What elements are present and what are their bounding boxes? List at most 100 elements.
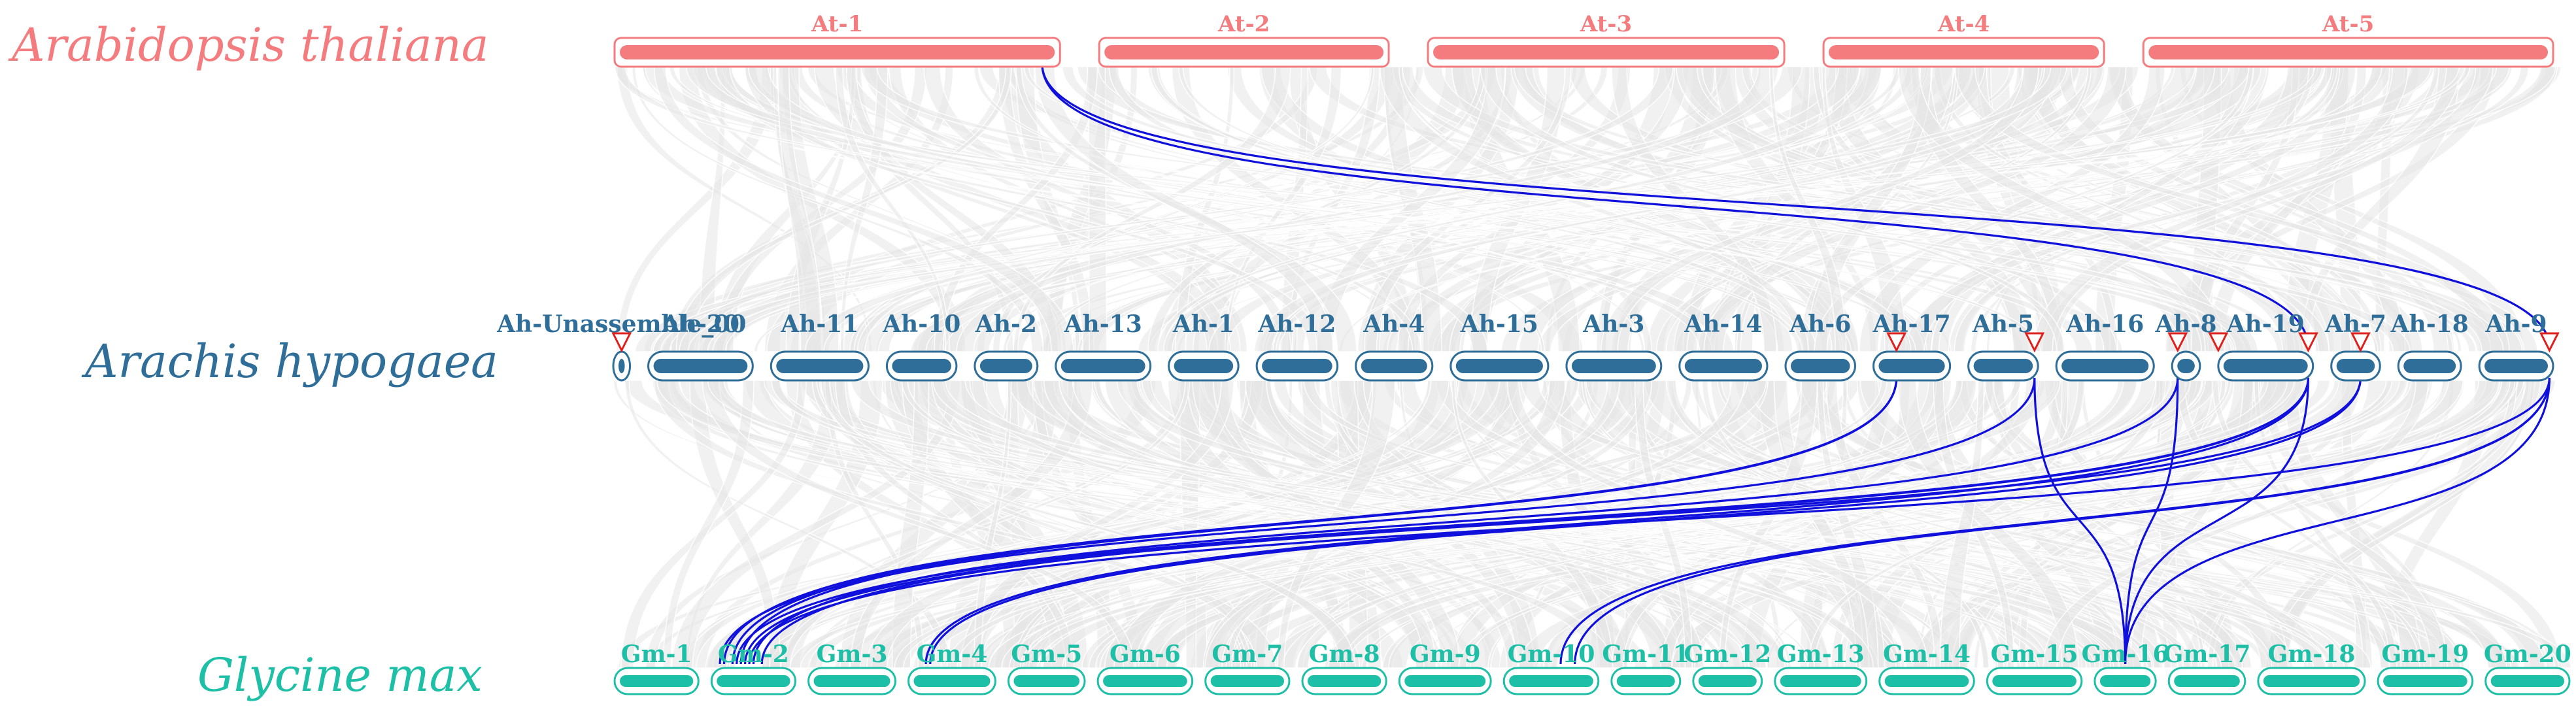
gene-markers [611, 332, 2560, 353]
gene-marker [2539, 332, 2560, 353]
chromosome-at-1: At-1 [613, 11, 1061, 68]
chromosome-label: Ah-4 [1363, 310, 1425, 338]
chromosome-label: Ah-12 [1257, 310, 1336, 338]
chromosome-bar [1884, 675, 1969, 687]
chromosome-bar [1780, 675, 1861, 687]
chromosome-ah-1: Ah-1 [1168, 310, 1240, 382]
chromosome-bar [2383, 675, 2467, 687]
chromosome-gm-3: Gm-3 [807, 641, 897, 695]
chromosome-gm-20: Gm-20 [2484, 641, 2571, 695]
chromosome-ah-18: Ah-18 [2390, 310, 2469, 382]
background-link [1546, 380, 2243, 669]
chromosome-ah-14: Ah-14 [1678, 310, 1769, 382]
chromosome-bar [2336, 359, 2375, 373]
background-link [1034, 66, 1334, 352]
gene-marker [2350, 332, 2371, 353]
chromosome-gm-18: Gm-18 [2257, 641, 2366, 695]
chromosome-bar [1616, 675, 1675, 687]
chromosome-gm-15: Gm-15 [1986, 641, 2083, 695]
chromosome-bar [2484, 359, 2548, 373]
chromosome-gm-9: Gm-9 [1398, 641, 1492, 695]
gene-marker [2024, 332, 2045, 353]
chromosome-gm-19: Gm-19 [2377, 641, 2474, 695]
chromosome-label: Ah-5 [1972, 310, 2034, 338]
chromosome-bar [1684, 359, 1762, 373]
chromosome-label: Gm-20 [2484, 641, 2571, 668]
chromosome-bar [913, 675, 991, 687]
background-link [1859, 66, 2165, 352]
chromosome-bar [1404, 675, 1486, 687]
background-link [1480, 66, 2065, 352]
background-link [956, 66, 1779, 352]
chromosome-gm-6: Gm-6 [1096, 641, 1194, 695]
highlighted-link [1041, 63, 2310, 348]
highlighted-link [2124, 377, 2551, 665]
background-link [1973, 380, 2254, 669]
chromosome-label: Gm-3 [817, 641, 888, 668]
chromosome-ah-9: Ah-9 [2478, 310, 2554, 382]
background-link [1023, 66, 2477, 352]
chromosome-bar [2148, 45, 2548, 59]
highlighted-synteny-links [719, 63, 2551, 665]
chromosome-gm-7: Gm-7 [1204, 641, 1291, 695]
chromosome-bar [1571, 359, 1656, 373]
background-link [780, 380, 1432, 669]
chromosome-bar [619, 359, 625, 373]
chromosome-bar [813, 675, 890, 687]
chromosome-ah-20: Ah-20 [647, 310, 754, 382]
chromosome-bar [653, 359, 748, 373]
chromosome-bar [1973, 359, 2033, 373]
chromosome-label: Gm-13 [1777, 641, 1865, 668]
chromosome-ah-2: Ah-2 [974, 310, 1039, 382]
chromosome-label: Gm-14 [1883, 641, 1971, 668]
chromosome-bar [1210, 675, 1284, 687]
background-link [1157, 66, 1882, 352]
chromosome-label: Gm-11 [1602, 641, 1689, 668]
chromosome-gm-2: Gm-2 [710, 641, 797, 695]
chromosome-bar [620, 675, 694, 687]
background-link [702, 380, 2096, 669]
chromosome-label: Gm-5 [1011, 641, 1082, 668]
chromosome-label: Gm-18 [2268, 641, 2356, 668]
chromosome-label: Ah-15 [1460, 310, 1538, 338]
chromosome-label: Ah-14 [1684, 310, 1762, 338]
chromosome-gm-10: Gm-10 [1502, 641, 1600, 695]
chromosome-label: Ah-1 [1172, 310, 1234, 338]
chromosome-bar [892, 359, 951, 373]
highlighted-link [744, 377, 2362, 665]
chromosome-bar [2099, 675, 2151, 687]
species-label-glycine: Glycine max [197, 648, 483, 702]
gene-marker [2208, 332, 2229, 353]
chromosome-label: At-3 [1580, 11, 1632, 37]
background-link [615, 66, 2041, 352]
chromosome-gm-16: Gm-16 [2082, 641, 2169, 695]
chromosome-bar [1878, 359, 1945, 373]
chromosome-label: Gm-8 [1309, 641, 1380, 668]
chromosome-bar [2490, 675, 2564, 687]
chromosome-ah-4: Ah-4 [1355, 310, 1434, 382]
chromosome-label: Ah-10 [882, 310, 960, 338]
chromosome-label: Gm-17 [2163, 641, 2251, 668]
chromosome-ah-6: Ah-6 [1784, 310, 1856, 382]
chromosome-bar [1262, 359, 1332, 373]
highlighted-link [739, 377, 1898, 665]
chromosome-label: Ah-17 [1872, 310, 1950, 338]
chromosome-label: Ah-13 [1064, 310, 1142, 338]
chromosome-bar [1698, 675, 1757, 687]
chromosome-gm-1: Gm-1 [613, 641, 700, 695]
species-label-arachis: Arachis hypogaea [85, 335, 498, 388]
chromosome-at-4: At-4 [1822, 11, 2105, 68]
chromosome-label: Ah-20 [661, 310, 739, 338]
chromosome-label: Ah-3 [1582, 310, 1644, 338]
gene-marker [1886, 332, 1907, 353]
chromosome-label: Ah-9 [2484, 310, 2547, 338]
chromosome-label: Ah-2 [975, 310, 1037, 338]
chromosome-label: Gm-6 [1110, 641, 1181, 668]
chromosome-ah-8: Ah-8 [2154, 310, 2217, 382]
chromosome-ah-17: Ah-17 [1872, 310, 1952, 382]
chromosome-label: Ah-11 [780, 310, 858, 338]
chromosome-label: Gm-15 [1991, 641, 2078, 668]
chromosome-label: At-2 [1217, 11, 1270, 37]
